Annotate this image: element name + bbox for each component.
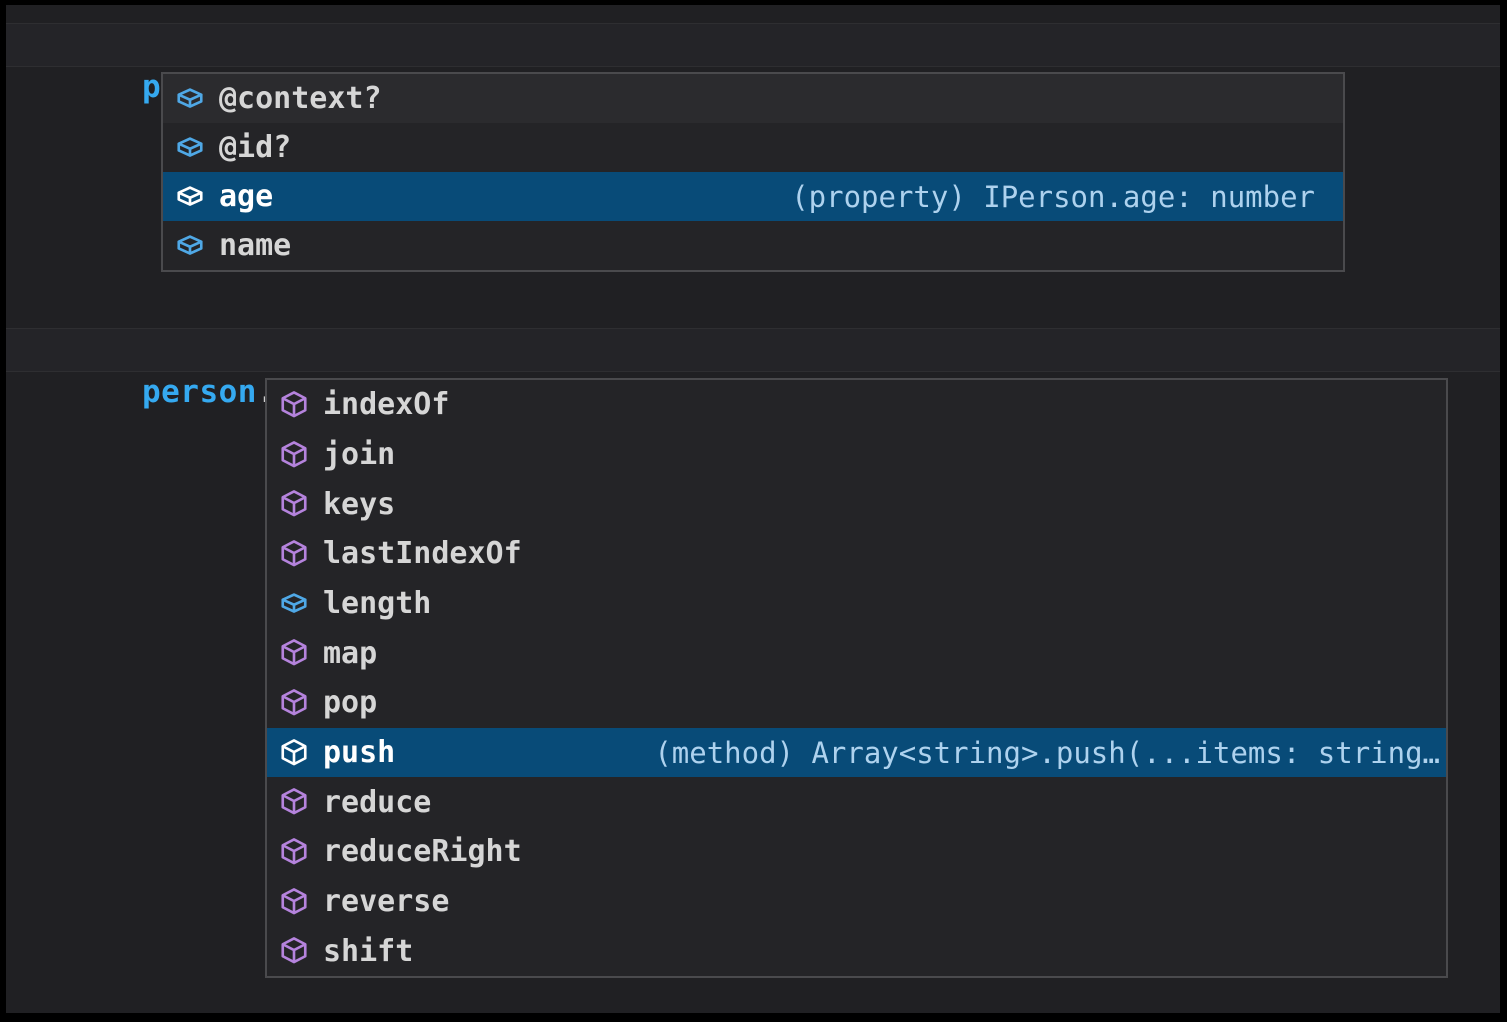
suggestion-item-name[interactable]: name [163, 221, 1343, 270]
symbol-method-icon [279, 936, 309, 966]
suggestion-label: push [323, 735, 396, 771]
suggestion-label: age [219, 179, 274, 214]
suggestion-item-reduceright[interactable]: reduceRight [267, 827, 1446, 877]
suggestion-detail: (property) IPerson.age: number [791, 179, 1315, 214]
suggestion-label: keys [323, 486, 396, 522]
symbol-property-icon [175, 231, 205, 261]
suggestion-label: shift [323, 933, 414, 969]
suggestion-label: reduce [323, 784, 432, 820]
suggestion-label: name [219, 228, 292, 263]
code-line-highlight-1: person.; [6, 23, 1500, 105]
suggestion-label: indexOf [323, 387, 450, 423]
suggestion-item--context-[interactable]: @context? [163, 74, 1343, 123]
suggestion-item-reduce[interactable]: reduce [267, 777, 1446, 827]
symbol-method-icon [279, 440, 309, 470]
suggestion-item-pop[interactable]: pop [267, 678, 1446, 728]
suggestion-label: reverse [323, 884, 450, 920]
suggestion-detail: (method) Array<string>.push(...items: st… [654, 735, 1440, 770]
symbol-method-icon [279, 489, 309, 519]
suggestion-label: map [323, 635, 378, 671]
symbol-method-icon [279, 688, 309, 718]
suggestion-label: @context? [219, 81, 382, 116]
suggestion-item--id-[interactable]: @id? [163, 123, 1343, 172]
suggestion-item-age[interactable]: age (property) IPerson.age: number [163, 172, 1343, 221]
suggestion-label: @id? [219, 130, 292, 165]
symbol-property-icon [175, 133, 205, 163]
symbol-method-icon [279, 390, 309, 420]
suggestion-item-lastindexof[interactable]: lastIndexOf [267, 529, 1446, 579]
symbol-property-icon [175, 84, 205, 114]
suggestion-item-join[interactable]: join [267, 430, 1446, 480]
code-line-highlight-2: person.name.; [6, 328, 1500, 410]
suggestion-item-reverse[interactable]: reverse [267, 877, 1446, 927]
code-token: person [141, 374, 257, 410]
suggestion-item-keys[interactable]: keys [267, 479, 1446, 529]
symbol-method-icon [279, 638, 309, 668]
symbol-method-icon [279, 539, 309, 569]
suggestion-item-shift[interactable]: shift [267, 926, 1446, 976]
symbol-method-icon [279, 738, 309, 768]
suggestion-label: length [323, 586, 432, 622]
suggestion-item-map[interactable]: map [267, 628, 1446, 678]
suggestion-label: join [323, 437, 396, 472]
symbol-method-icon [279, 887, 309, 917]
symbol-method-icon [279, 837, 309, 867]
suggestion-label: lastIndexOf [323, 536, 522, 572]
suggestion-label: reduceRight [323, 834, 522, 870]
suggestion-item-push[interactable]: push (method) Array<string>.push(...items… [267, 727, 1446, 778]
symbol-property-icon [279, 589, 309, 619]
symbol-method-icon [279, 787, 309, 817]
suggestion-item-indexof[interactable]: indexOf [267, 380, 1446, 430]
symbol-property-icon [175, 182, 205, 212]
suggestion-label: pop [323, 685, 378, 721]
suggestion-item-length[interactable]: length [267, 579, 1446, 629]
suggest-widget-person-name: indexOf join keys lastIndexOf length map pop pu… [265, 378, 1448, 978]
suggest-widget-person: @context? @id? age (property) IPerson.age: … [161, 72, 1345, 272]
